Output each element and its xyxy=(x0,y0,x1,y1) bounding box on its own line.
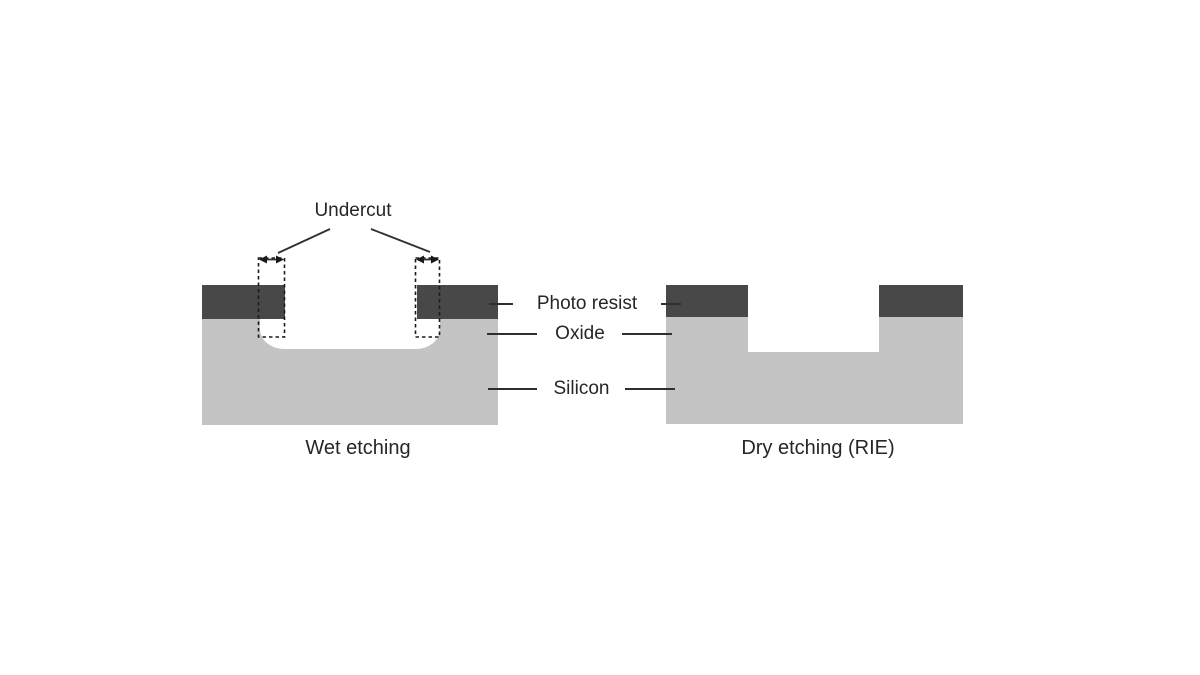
silicon-label: Silicon xyxy=(553,378,610,399)
wet-etching-caption: Wet etching xyxy=(305,437,411,459)
wet-photoresist-right xyxy=(417,285,498,319)
photoresist-label: Photo resist xyxy=(536,293,638,314)
undercut-label: Undercut xyxy=(314,200,392,221)
dry-etching-caption: Dry etching (RIE) xyxy=(741,437,895,459)
undercut-pointer-line-left xyxy=(277,228,331,254)
oxide-label: Oxide xyxy=(555,323,605,344)
wet-photoresist-left xyxy=(202,285,285,319)
dry-photoresist-left xyxy=(666,285,748,317)
wet-etched-cavity xyxy=(260,319,440,349)
dry-etched-trench xyxy=(748,317,879,352)
undercut-width-arrow-right-icon xyxy=(416,255,439,264)
undercut-width-arrow-left-icon xyxy=(259,255,284,264)
undercut-pointer-line-right xyxy=(370,228,431,253)
dry-photoresist-right xyxy=(879,285,963,317)
